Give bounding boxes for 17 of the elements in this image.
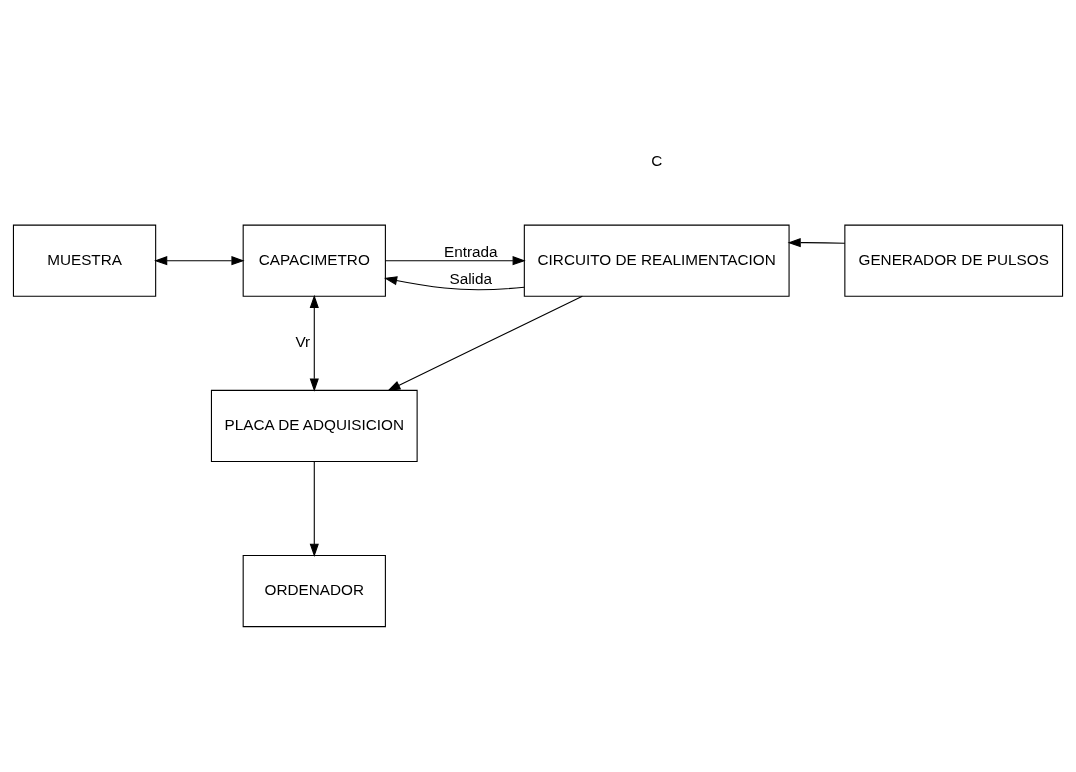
- edge-label: Vr: [295, 332, 311, 350]
- arrow: [384, 275, 525, 290]
- node-box: MUESTRA: [12, 224, 157, 297]
- node-box: GENERADOR DE PULSOS: [844, 224, 1064, 297]
- arrow: [387, 295, 583, 391]
- edge-label: Salida: [449, 269, 492, 287]
- arrow: [787, 237, 846, 247]
- arrow: [309, 294, 319, 392]
- arrow: [384, 255, 526, 265]
- label: C: [651, 151, 663, 169]
- edge-label: Entrada: [443, 242, 498, 260]
- arrow: [154, 255, 245, 265]
- node-box: PLACA DE ADQUISICION: [210, 389, 418, 462]
- node-box: ORDENADOR: [242, 554, 386, 627]
- node-box: CAPACIMETRO: [242, 224, 386, 297]
- arrow: [309, 460, 319, 557]
- node-box: CIRCUITO DE REALIMENTACION: [523, 224, 790, 297]
